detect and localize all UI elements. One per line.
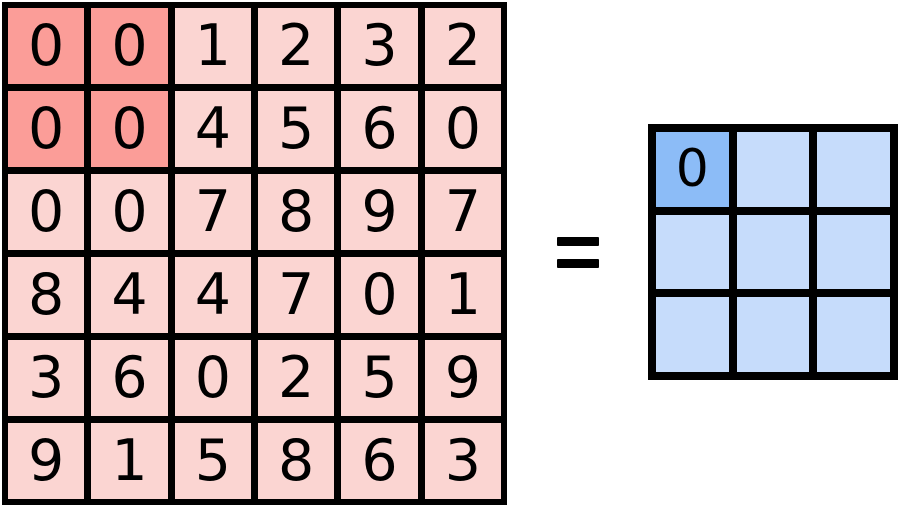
input-cell-r0c3[interactable]: 2 <box>258 8 335 84</box>
input-cell-r2c2[interactable]: 7 <box>174 174 251 250</box>
input-cell-r5c5[interactable]: 3 <box>424 423 501 499</box>
input-cell-r1c0[interactable]: 0 <box>8 91 85 167</box>
equals-bar-top <box>557 237 599 246</box>
input-cell-r5c4[interactable]: 6 <box>341 423 418 499</box>
input-cell-r1c5[interactable]: 0 <box>424 91 501 167</box>
output-cell-r1c2[interactable] <box>817 214 890 290</box>
input-cell-r1c3[interactable]: 5 <box>258 91 335 167</box>
input-cell-r0c2[interactable]: 1 <box>174 8 251 84</box>
output-cell-r0c1[interactable] <box>736 132 810 207</box>
input-cell-r1c4[interactable]: 6 <box>341 91 418 167</box>
output-cell-r2c2[interactable] <box>817 297 890 372</box>
input-cell-r5c1[interactable]: 1 <box>91 423 168 499</box>
output-cell-r2c1[interactable] <box>736 297 810 372</box>
input-cell-r1c1[interactable]: 0 <box>91 91 168 167</box>
input-cell-r0c4[interactable]: 3 <box>341 8 418 84</box>
input-cell-r4c3[interactable]: 2 <box>258 340 335 416</box>
output-cell-r0c0[interactable]: 0 <box>656 132 729 207</box>
input-matrix: 0 0 1 2 3 2 0 0 4 5 6 0 0 0 7 8 9 7 8 4 … <box>2 2 507 505</box>
output-cell-r2c0[interactable] <box>656 297 729 372</box>
input-cell-r3c1[interactable]: 4 <box>91 257 168 333</box>
output-cell-r0c2[interactable] <box>817 132 890 207</box>
input-cell-r5c2[interactable]: 5 <box>174 423 251 499</box>
input-cell-r3c4[interactable]: 0 <box>341 257 418 333</box>
input-cell-r4c1[interactable]: 6 <box>91 340 168 416</box>
output-matrix: 0 <box>648 124 898 380</box>
input-cell-r2c3[interactable]: 8 <box>258 174 335 250</box>
input-cell-r0c5[interactable]: 2 <box>424 8 501 84</box>
input-cell-r0c0[interactable]: 0 <box>8 8 85 84</box>
input-cell-r1c2[interactable]: 4 <box>174 91 251 167</box>
input-cell-r0c1[interactable]: 0 <box>91 8 168 84</box>
equals-bar-bottom <box>557 259 599 268</box>
input-cell-r2c0[interactable]: 0 <box>8 174 85 250</box>
input-cell-r3c2[interactable]: 4 <box>174 257 251 333</box>
input-cell-r3c5[interactable]: 1 <box>424 257 501 333</box>
input-cell-r4c2[interactable]: 0 <box>174 340 251 416</box>
input-cell-r4c0[interactable]: 3 <box>8 340 85 416</box>
input-cell-r2c1[interactable]: 0 <box>91 174 168 250</box>
input-cell-r3c3[interactable]: 7 <box>258 257 335 333</box>
input-cell-r3c0[interactable]: 8 <box>8 257 85 333</box>
output-cell-r1c1[interactable] <box>736 214 810 290</box>
input-cell-r5c0[interactable]: 9 <box>8 423 85 499</box>
equals-sign-icon <box>557 234 599 270</box>
input-cell-r4c4[interactable]: 5 <box>341 340 418 416</box>
output-cell-r1c0[interactable] <box>656 214 729 290</box>
input-cell-r2c4[interactable]: 9 <box>341 174 418 250</box>
input-cell-r2c5[interactable]: 7 <box>424 174 501 250</box>
input-cell-r5c3[interactable]: 8 <box>258 423 335 499</box>
input-cell-r4c5[interactable]: 9 <box>424 340 501 416</box>
